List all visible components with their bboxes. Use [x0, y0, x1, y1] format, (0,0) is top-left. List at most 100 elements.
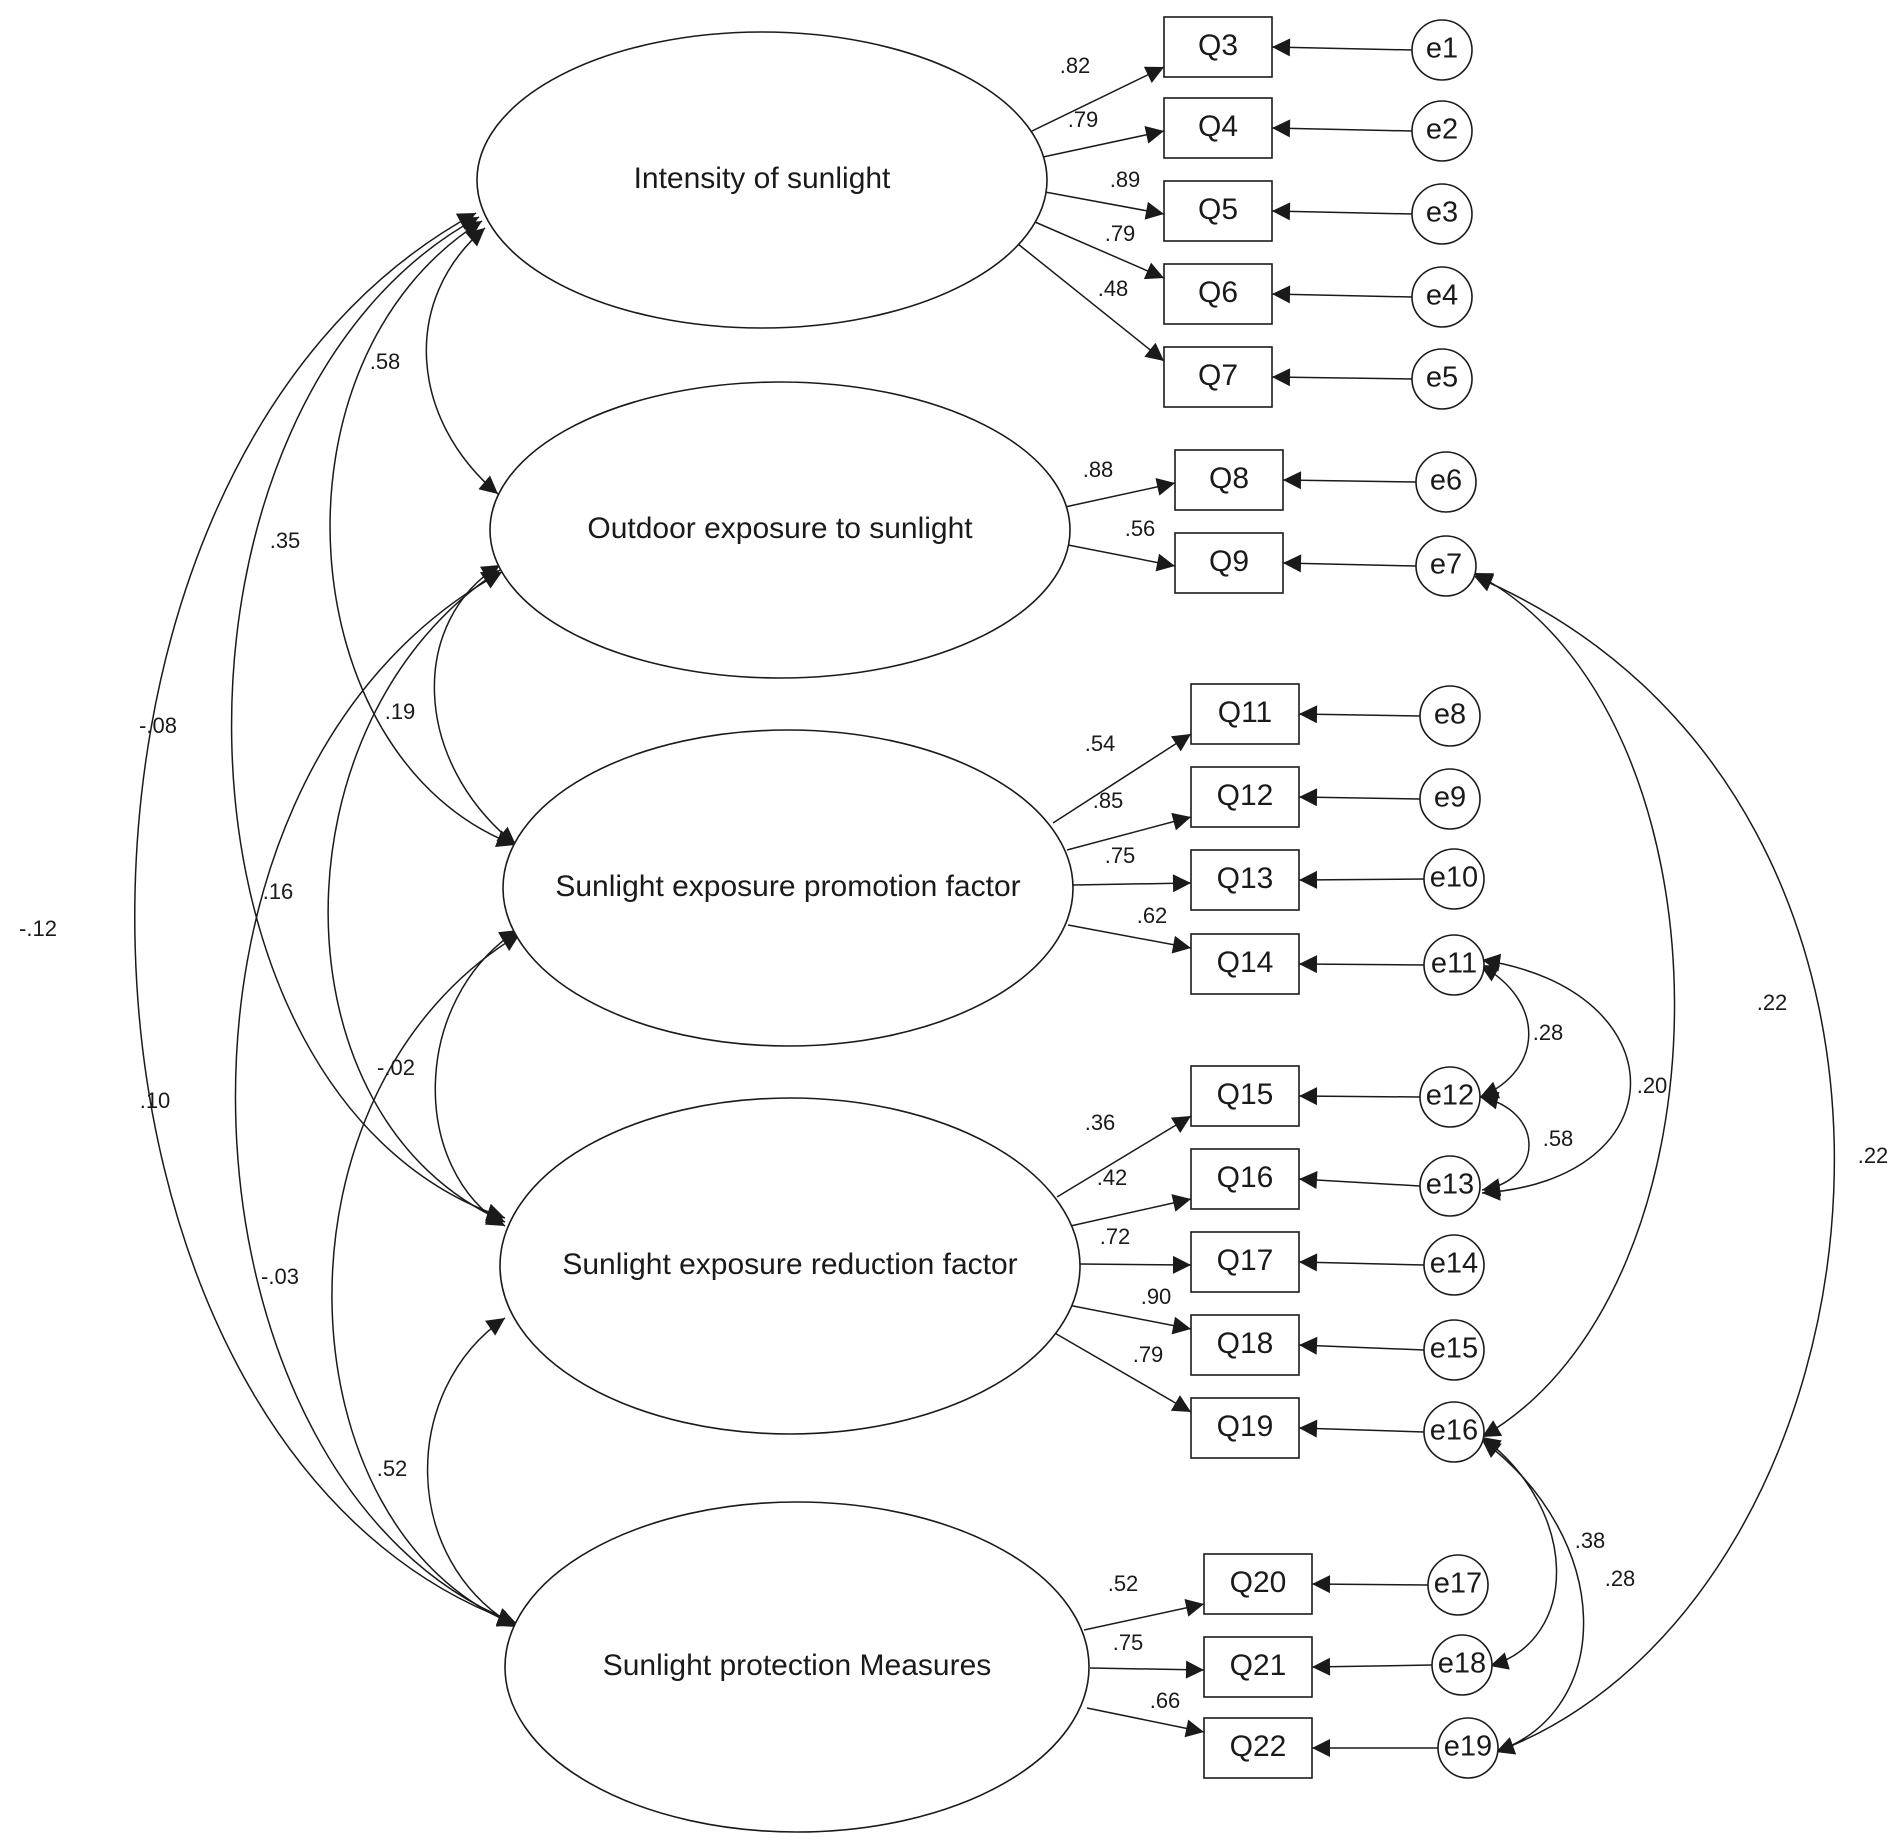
loading-path-Q8: [1064, 478, 1176, 508]
error-covariance-label-e11-e13: .20: [1637, 1073, 1668, 1098]
error-circle-e11: [1423, 934, 1485, 996]
error-label-e17: e17: [1434, 1568, 1482, 1600]
latent-label-L3: Sunlight exposure promotion factor: [555, 870, 1020, 903]
error-label-e4: e4: [1426, 280, 1458, 312]
error-label-e3: e3: [1426, 197, 1458, 229]
error-circle-e10: [1423, 848, 1485, 910]
error-circle-e5: [1411, 348, 1473, 410]
loading-label-Q5: .89: [1110, 167, 1141, 192]
latent-ellipse-L1: [476, 31, 1048, 329]
item-label-Q3: Q3: [1198, 29, 1238, 62]
error-circle-e9: [1419, 768, 1481, 830]
item-label-Q5: Q5: [1198, 193, 1238, 226]
error-covariance-arc-e11-e12: [1479, 964, 1530, 1099]
loading-path-Q17: [1079, 1255, 1192, 1274]
loading-label-Q13: .75: [1105, 843, 1136, 868]
loading-path-Q3: [1029, 66, 1165, 133]
error-path-e10: [1298, 870, 1425, 889]
item-box-Q19: [1190, 1397, 1300, 1459]
item-box-Q5: [1163, 180, 1273, 242]
correlation-label-L1-L5: -.12: [19, 916, 57, 941]
edge-layer: [134, 38, 1835, 1757]
error-covariance-label-e16-e19: .28: [1605, 1566, 1636, 1591]
item-label-Q13: Q13: [1217, 862, 1274, 895]
item-label-Q21: Q21: [1230, 1649, 1287, 1682]
loading-path-Q5: [1044, 191, 1165, 220]
loading-path-Q6: [1034, 221, 1165, 280]
correlation-label-L3-L5: -.03: [261, 1264, 299, 1289]
loading-path-Q13: [1072, 874, 1192, 893]
correlation-label-L2-L3: .19: [385, 699, 416, 724]
error-label-e6: e6: [1430, 465, 1462, 497]
item-box-Q11: [1190, 683, 1300, 745]
covariance-arc-L2-L5: [234, 571, 517, 1625]
error-path-e6: [1282, 471, 1417, 490]
loading-label-Q20: .52: [1108, 1571, 1139, 1596]
covariance-arc-L1-L4: [230, 216, 506, 1221]
covariance-arc-L4-L5: [426, 1317, 517, 1628]
error-circle-e17: [1427, 1554, 1489, 1616]
error-covariance-arc-e12-e13: [1479, 1091, 1530, 1197]
error-label-e5: e5: [1426, 362, 1458, 394]
correlation-label-L1-L4: -.08: [139, 713, 177, 738]
error-label-e16: e16: [1430, 1415, 1478, 1447]
correlation-label-L1-L3: .35: [270, 528, 301, 553]
item-box-Q17: [1190, 1231, 1300, 1293]
item-label-Q22: Q22: [1230, 1730, 1287, 1763]
correlation-label-L2-L5: .10: [140, 1088, 171, 1113]
error-covariance-arc-e16-e19: [1481, 1439, 1585, 1755]
item-label-Q4: Q4: [1198, 110, 1238, 143]
latent-label-L4: Sunlight exposure reduction factor: [562, 1248, 1017, 1281]
loading-path-Q7: [1017, 243, 1165, 362]
loading-label-Q7: .48: [1098, 276, 1129, 301]
loading-path-Q15: [1056, 1115, 1192, 1198]
loading-label-Q9: .56: [1125, 516, 1156, 541]
loading-path-Q14: [1067, 924, 1192, 954]
label-layer: .58.35-.08-.12.19.16.10-.02-.03.52.28.20…: [19, 53, 1888, 1713]
error-covariance-label-e16-e18: .38: [1575, 1528, 1606, 1553]
loading-path-Q4: [1042, 125, 1165, 158]
loading-path-Q18: [1067, 1304, 1192, 1335]
item-box-Q6: [1163, 263, 1273, 325]
latent-label-L2: Outdoor exposure to sunlight: [587, 512, 973, 545]
error-path-e15: [1298, 1336, 1425, 1355]
error-label-e19: e19: [1444, 1731, 1492, 1763]
error-circle-e2: [1411, 100, 1473, 162]
error-circle-e4: [1411, 266, 1473, 328]
loading-label-Q8: .88: [1083, 457, 1114, 482]
loading-path-Q9: [1067, 544, 1176, 572]
error-circle-e15: [1423, 1319, 1485, 1381]
error-circle-e7: [1415, 535, 1477, 597]
loading-label-Q17: .72: [1100, 1224, 1131, 1249]
loading-label-Q19: .79: [1133, 1342, 1164, 1367]
error-label-e1: e1: [1426, 33, 1458, 65]
error-path-e17: [1311, 1575, 1429, 1594]
latent-label-L5: Sunlight protection Measures: [603, 1649, 992, 1682]
error-path-e7: [1282, 554, 1417, 573]
correlation-label-L1-L2: .58: [370, 349, 401, 374]
error-path-e4: [1271, 285, 1413, 304]
loading-path-Q16: [1065, 1194, 1192, 1228]
error-path-e16: [1298, 1419, 1425, 1438]
error-path-e2: [1271, 119, 1413, 138]
error-covariance-label-e7-e16: .22: [1757, 990, 1788, 1015]
item-label-Q14: Q14: [1217, 946, 1274, 979]
correlation-label-L2-L4: .16: [263, 879, 294, 904]
latent-label-L1: Intensity of sunlight: [634, 162, 891, 195]
error-path-e3: [1271, 202, 1413, 221]
error-path-e12: [1298, 1087, 1421, 1106]
loading-label-Q22: .66: [1150, 1688, 1181, 1713]
error-path-e13: [1298, 1171, 1421, 1190]
loading-label-Q6: .79: [1105, 221, 1136, 246]
error-path-e11: [1298, 955, 1425, 974]
item-box-Q4: [1163, 97, 1273, 159]
error-circle-e3: [1411, 183, 1473, 245]
error-label-e13: e13: [1426, 1169, 1474, 1201]
item-box-Q14: [1190, 933, 1300, 995]
loading-label-Q14: .62: [1137, 903, 1168, 928]
loading-path-Q12: [1066, 812, 1192, 851]
covariance-arc-L3-L5: [331, 933, 521, 1627]
error-circle-e16: [1423, 1401, 1485, 1463]
covariance-arc-L3-L4: [434, 929, 519, 1227]
error-covariance-label-e11-e12: .28: [1533, 1020, 1564, 1045]
